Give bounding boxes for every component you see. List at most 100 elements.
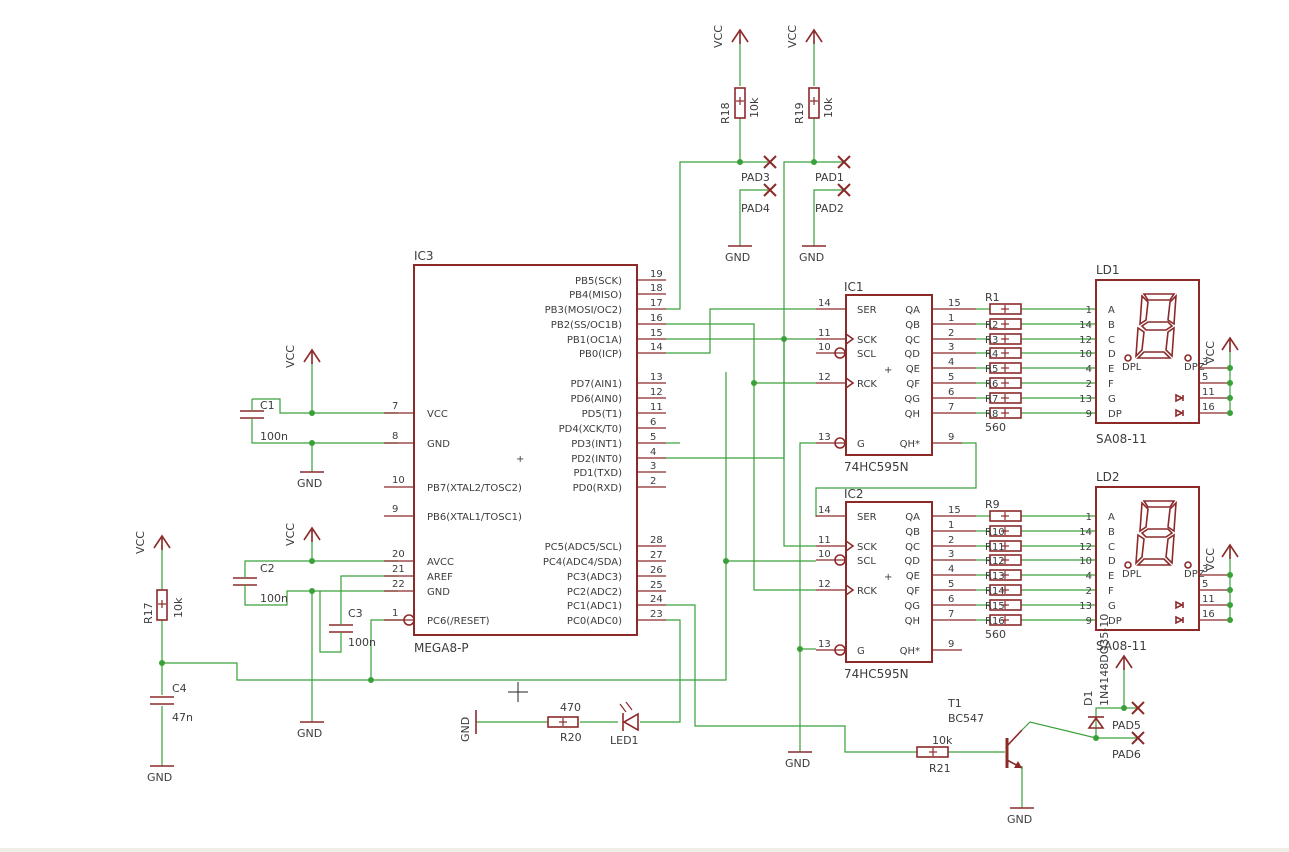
- resistor-body: [989, 333, 1022, 345]
- common-pin-number: 11: [1202, 594, 1215, 605]
- pin-number: 6: [948, 387, 954, 398]
- svg-text:R17: R17: [142, 602, 155, 624]
- svg-text:C1: C1: [260, 399, 275, 412]
- vcc-label: VCC: [712, 25, 725, 48]
- display-body: [1095, 486, 1200, 631]
- dp-diode-icon: [1175, 393, 1184, 403]
- pin-number: 11: [818, 328, 831, 339]
- ic3-pin-label: PD0(RXD): [573, 483, 622, 494]
- segment-shape: [1142, 293, 1176, 301]
- led1: LED1: [610, 701, 639, 747]
- junction-dot: [1227, 410, 1233, 416]
- resistor-r18: R18 10k: [719, 87, 761, 124]
- pin-number: 14: [818, 505, 831, 516]
- segment-pin: 2: [1086, 586, 1092, 597]
- invert-bubble: [834, 347, 846, 359]
- segment-shape: [1139, 294, 1149, 326]
- segment-pin: 13: [1079, 394, 1092, 405]
- pad6: PAD6: [1112, 731, 1145, 761]
- pin-number: 7: [948, 402, 954, 413]
- vcc-label: VCC: [134, 531, 147, 554]
- resistor-array-value: 560: [985, 628, 1006, 641]
- segment-pin: 13: [1079, 601, 1092, 612]
- segment-label: B: [1108, 527, 1115, 538]
- segment-pin: 14: [1079, 320, 1092, 331]
- reset-invert-bubble: [403, 614, 415, 626]
- pin-number: 11: [818, 535, 831, 546]
- svg-text:PAD6: PAD6: [1112, 748, 1141, 761]
- resistor-body: [989, 554, 1022, 566]
- junction-dot: [1227, 380, 1233, 386]
- svg-text:100n: 100n: [348, 636, 376, 649]
- resistor-body: [989, 303, 1022, 315]
- pin-number: 9: [948, 639, 954, 650]
- junction-dot: [751, 380, 757, 386]
- capacitor-c2: C2 100n: [233, 562, 288, 605]
- segment-label: D: [1108, 556, 1116, 567]
- ic3-pin-label: PB5(SCK): [575, 276, 622, 287]
- ic3-name: IC3: [414, 249, 434, 263]
- invert-bubble: [834, 644, 846, 656]
- gnd-label: GND: [1007, 813, 1032, 826]
- junction-dots: [159, 159, 1127, 741]
- junction-dot: [1121, 705, 1127, 711]
- segment-pin: 12: [1079, 542, 1092, 553]
- svg-text:C4: C4: [172, 682, 187, 695]
- dp-diode-icon: [1175, 615, 1184, 625]
- pin-number: 5: [948, 372, 954, 383]
- pin-label: QE: [906, 571, 920, 582]
- resistor-label: R15: [985, 601, 1005, 612]
- resistor-label: R5: [985, 364, 998, 375]
- segment-label: G: [1108, 394, 1116, 405]
- segment-label: C: [1108, 335, 1115, 346]
- segment-pin: 1: [1086, 305, 1092, 316]
- svg-text:R21: R21: [929, 762, 951, 775]
- junction-dot: [159, 660, 165, 666]
- pin-number: 10: [818, 549, 831, 560]
- pin-label: G: [857, 646, 865, 657]
- resistor-array-first: R9: [985, 498, 1000, 511]
- ic3-pin-number: 12: [650, 387, 663, 398]
- resistor-body: [989, 510, 1022, 522]
- segment-shape: [1140, 321, 1174, 331]
- pin-number: 12: [818, 579, 831, 590]
- svg-text:PAD2: PAD2: [815, 202, 844, 215]
- pin-label: QB: [905, 527, 920, 538]
- segment-pin: 12: [1079, 335, 1092, 346]
- pin-number: 2: [948, 535, 954, 546]
- ic3-mega8: IC3 MEGA8-P + 7VCC8GND10PB7(XTAL2/TOSC2)…: [384, 249, 666, 655]
- pin-number: 7: [948, 609, 954, 620]
- ic3-pin-label: PB7(XTAL2/TOSC2): [427, 483, 522, 494]
- display-name: LD2: [1096, 470, 1120, 484]
- svg-text:R19: R19: [793, 102, 806, 124]
- common-pin-number: 16: [1202, 609, 1215, 620]
- pin-label: SCK: [857, 335, 877, 346]
- segment-shape: [1140, 528, 1174, 538]
- junction-dot: [797, 646, 803, 652]
- segment-shape: [1165, 326, 1175, 358]
- svg-text:PAD1: PAD1: [815, 171, 844, 184]
- pin-label: QC: [905, 335, 920, 346]
- pin-label: QA: [905, 512, 920, 523]
- ic3-pin-number: 11: [650, 402, 663, 413]
- svg-text:R18: R18: [719, 102, 732, 124]
- ic3-pin-number: 13: [650, 372, 663, 383]
- resistor-body: [989, 392, 1022, 404]
- junction-dot: [1227, 617, 1233, 623]
- gnd-label: GND: [297, 727, 322, 740]
- vcc-label: VCC: [284, 523, 297, 546]
- pin-label: SCL: [857, 556, 876, 567]
- pin-number: 1: [948, 520, 954, 531]
- resistor-body: [989, 362, 1022, 374]
- resistor-r21: 10k R21: [916, 734, 953, 775]
- svg-text:10k: 10k: [748, 97, 761, 118]
- shift-register-ic2: IC274HC595N+14SER11SCK10SCL12RCK13G15QA1…: [816, 487, 976, 681]
- ic3-pin-number: 5: [650, 432, 656, 443]
- pin-number: 13: [818, 432, 831, 443]
- segment-shape: [1135, 326, 1145, 359]
- ic3-pin-label: PB1(OC1A): [567, 335, 622, 346]
- ic3-pin-number: 26: [650, 565, 663, 576]
- svg-text:T1: T1: [947, 697, 962, 710]
- ic3-pin-number: 16: [650, 313, 663, 324]
